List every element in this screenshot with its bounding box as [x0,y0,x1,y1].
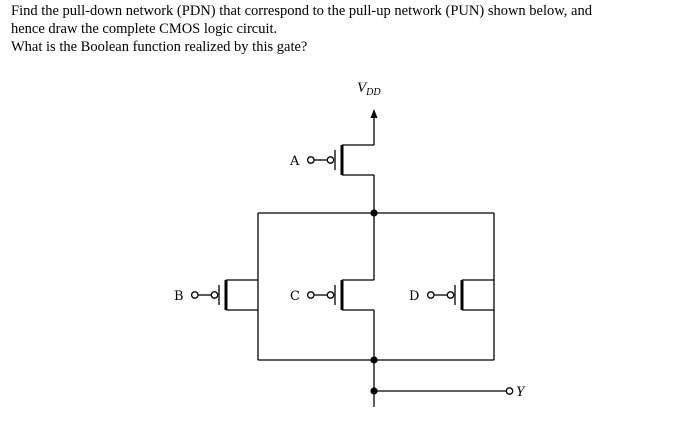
vdd-label: VDD [357,80,381,98]
junction-output [370,387,378,395]
junction-top [370,209,378,217]
junction-bottom [370,356,378,364]
output-terminal [505,387,514,395]
input-c-label: C [290,289,300,304]
input-a-label: A [289,154,300,169]
input-d-label: D [409,289,419,304]
vdd-arrow [370,109,378,118]
input-b-label: B [174,289,184,304]
output-y-label: Y [516,384,526,400]
question-text: Find the pull-down network (PDN) that co… [11,2,691,56]
pmos-transistor-a [306,144,374,176]
question-line-3: What is the Boolean function realized by… [11,39,308,55]
question-line-2: hence draw the complete CMOS logic circu… [11,21,278,37]
question-line-1: Find the pull-down network (PDN) that co… [11,3,592,19]
